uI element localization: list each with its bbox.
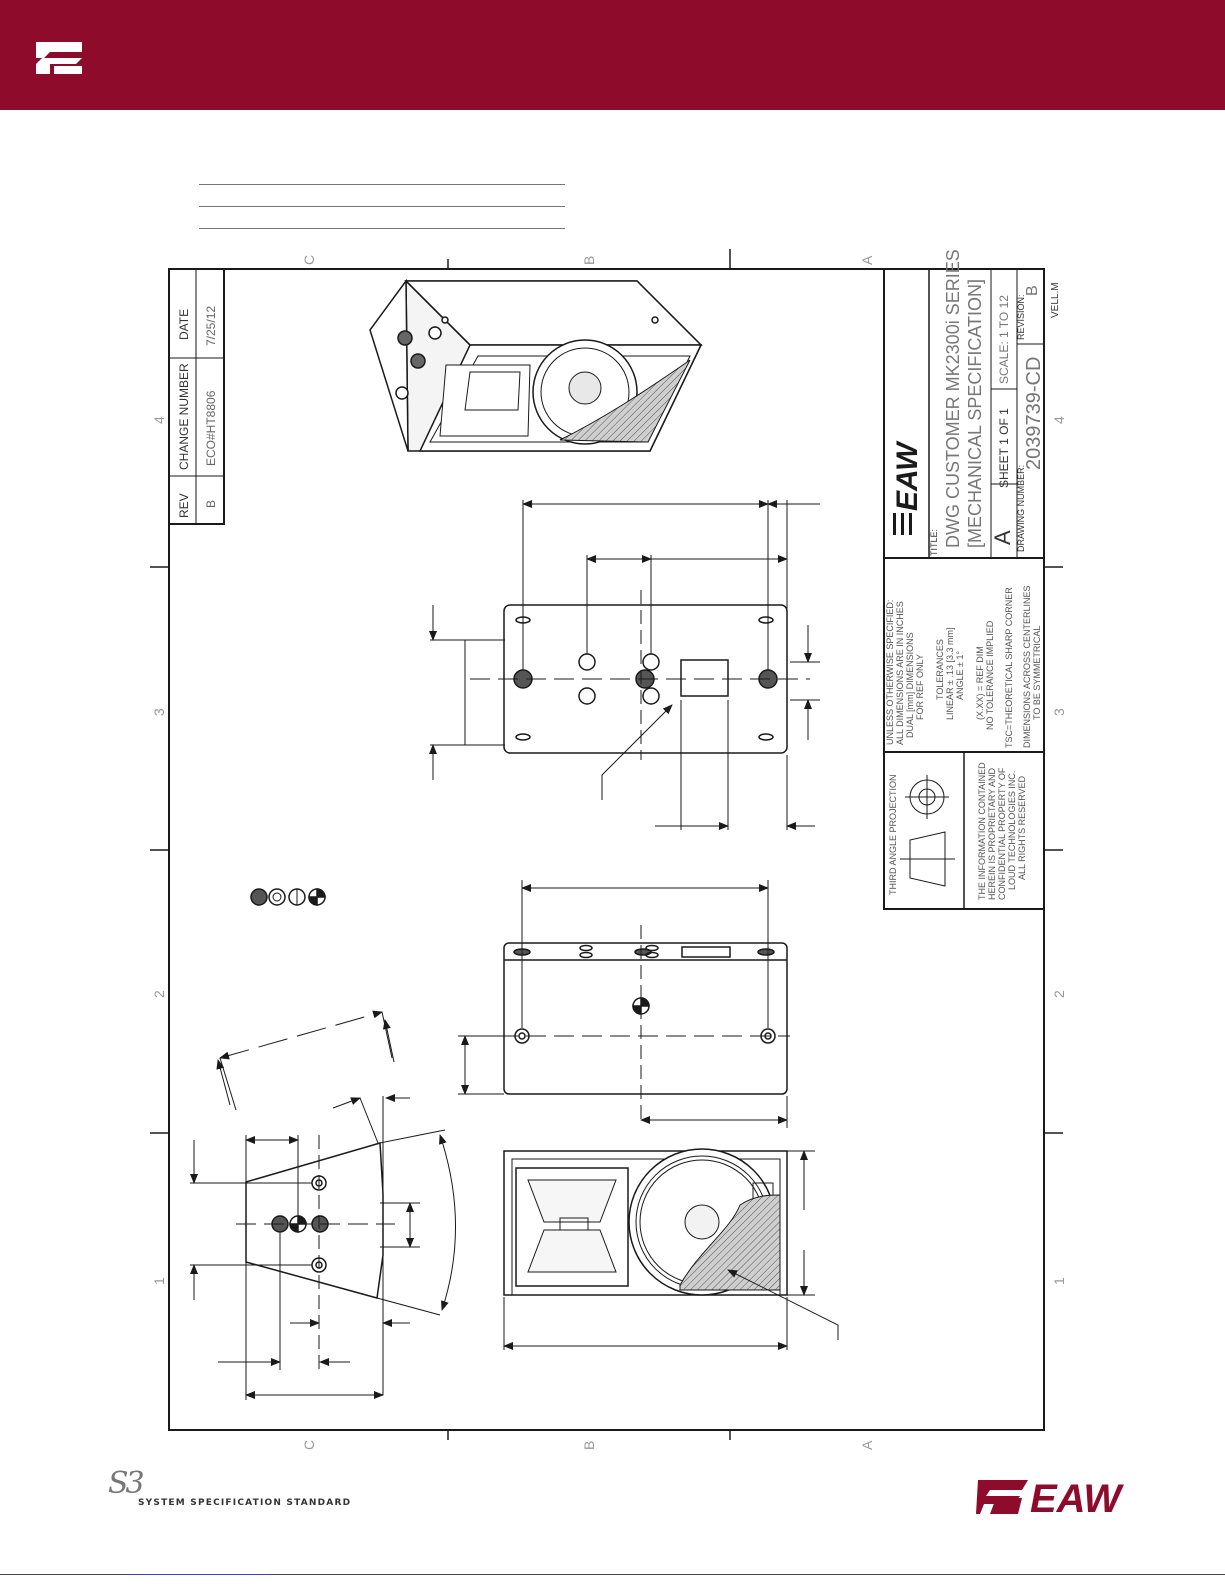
top-mounting-view [429, 500, 820, 830]
revision-table [168, 268, 225, 525]
zone-label-2-right: 2 [1051, 990, 1067, 998]
zone-label-a-top: A [859, 255, 875, 265]
note-line-12: TO BE SYMMETRICAL [1032, 626, 1042, 720]
s3-mark: S3 [108, 1466, 145, 1501]
header-rule-1 [199, 184, 565, 185]
rev-header-rev: REV [177, 493, 191, 518]
note-line-10: TSC=THEORETICAL SHARP CORNER [1004, 587, 1014, 748]
drawn-by-value: VELL.M [1050, 282, 1061, 318]
note-line-8: (X.XX) = REF DIM [975, 646, 985, 720]
note-line-11: DIMENSIONS ACROSS CENTERLINES [1022, 585, 1032, 748]
proprietary-line-5: ALL RIGHTS RESERVED [1017, 775, 1027, 880]
title-line-1: DWG CUSTOMER MK2300i SERIES [943, 249, 963, 548]
proprietary-line-1: THE INFORMATION CONTAINED [977, 762, 987, 900]
eaw-footer-logo-text: EAW [1030, 1477, 1124, 1518]
header-rule-3 [199, 228, 565, 229]
proprietary-line-2: HEREIN IS PROPRIETARY AND [987, 767, 997, 900]
zone-label-4-left: 4 [151, 416, 167, 424]
eaw-title-block-logo: EAW [891, 440, 924, 535]
svg-text:EAW: EAW [891, 440, 924, 511]
proprietary-line-4: LOUD TECHNOLOGIES INC. [1007, 771, 1017, 890]
title-line-2: [MECHANICAL SPECIFICATION] [965, 279, 985, 548]
drawing-number-label: DRAWING NUMBER: [1016, 465, 1026, 552]
drawing-number-value: 2039739-CD [1023, 357, 1045, 470]
eaw-footer-logo: EAW [976, 1477, 1124, 1518]
sheet-value: SHEET 1 OF 1 [997, 408, 1011, 488]
rev-value-change: ECO#HT8806 [204, 390, 218, 466]
zone-label-4-right: 4 [1051, 416, 1067, 424]
eaw-mark-icon [36, 42, 82, 74]
zone-label-3-right: 3 [1051, 708, 1067, 716]
zone-label-b-top: B [581, 256, 597, 265]
side-profile-view [190, 1010, 456, 1400]
note-line-6: LINEAR ± .13 [3.3 mm] [945, 628, 955, 720]
zone-label-1-left: 1 [151, 1277, 167, 1285]
note-line-7: ANGLE ± 1° [955, 651, 965, 700]
note-line-9: NO TOLERANCE IMPLIED [985, 620, 995, 730]
size-value: A [990, 530, 1015, 545]
symbol-legend [250, 888, 326, 906]
note-line-3: DUAL [mm] DIMENSIONS [905, 632, 915, 738]
rev-header-date: DATE [177, 309, 191, 340]
zone-label-a-bottom: A [859, 1440, 875, 1450]
isometric-speaker-view [369, 278, 703, 452]
brand-header-bar [0, 0, 1225, 110]
zone-label-3-left: 3 [151, 708, 167, 716]
zone-label-c-top: C [301, 255, 317, 265]
zone-label-c-bottom: C [301, 1440, 317, 1450]
proprietary-line-3: CONFIDENTIAL PROPERTY OF [997, 767, 1007, 900]
rear-view [458, 880, 790, 1128]
zone-label-2-left: 2 [151, 990, 167, 998]
title-label: TITLE: [929, 529, 939, 556]
header-rule-2 [199, 206, 565, 207]
note-line-2: ALL DIMENSIONS ARE IN INCHES [895, 601, 905, 745]
footer-rule [0, 1574, 1225, 1575]
third-angle-projection-icon [900, 775, 955, 887]
scale-value: SCALE: 1 TO 12 [997, 295, 1011, 384]
front-view [503, 1148, 839, 1350]
note-line-1: UNLESS OTHERWISE SPECIFIED: [885, 600, 895, 745]
title-block [883, 268, 1045, 910]
zone-label-b-bottom: B [581, 1441, 597, 1450]
footer-link-underline[interactable] [130, 1574, 270, 1575]
rev-value-rev: B [204, 500, 218, 508]
rev-value-date: 7/25/12 [204, 306, 218, 346]
note-line-4: FOR REF ONLY [915, 654, 925, 720]
s3-standard-text: SYSTEM SPECIFICATION STANDARD [138, 1498, 352, 1508]
revision-value: B [1024, 285, 1041, 296]
note-line-5: TOLERANCES [935, 639, 945, 700]
zone-ticks [150, 249, 1063, 1440]
projection-label: THIRD ANGLE PROJECTION [888, 774, 898, 895]
revision-label: REVISION: [1016, 294, 1026, 340]
rev-header-change: CHANGE NUMBER [177, 363, 191, 470]
zone-label-1-right: 1 [1051, 1277, 1067, 1285]
